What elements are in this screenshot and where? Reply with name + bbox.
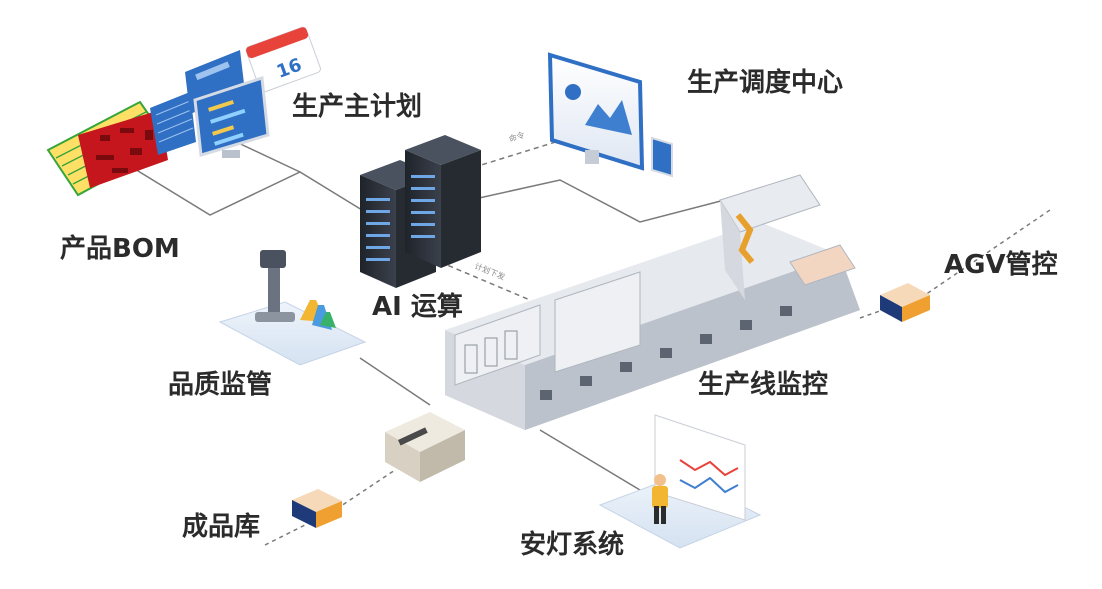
- bom-blue-rows: [155, 100, 194, 143]
- link-plan-to-ai: [231, 139, 301, 173]
- plan-panel-back-header: [195, 61, 230, 81]
- label-andon-system: 安灯系统: [520, 530, 625, 560]
- label-agv-control: AGV管控: [944, 250, 1058, 280]
- label-ai-compute: AI 运算: [372, 292, 463, 322]
- operator-icon: [652, 474, 668, 524]
- robot-cell: [719, 174, 821, 300]
- cabinet-doors: [464, 330, 518, 374]
- label-dispatch-center: 生产调度中心: [687, 68, 844, 98]
- connector-lines: [119, 131, 1051, 546]
- andon-station: [598, 414, 762, 549]
- bom-sheet-red: [78, 110, 168, 188]
- link-quality-to-line: [359, 357, 431, 406]
- link-label-plan-release: 计划下发: [473, 261, 506, 282]
- agv-right-icon: [880, 283, 930, 322]
- agv-finished-icon: [292, 489, 342, 528]
- line-side: [525, 255, 860, 430]
- quality-station: [218, 250, 367, 366]
- label-line-monitoring: 生产线监控: [698, 370, 829, 400]
- dispatch-area-chart: [585, 100, 632, 135]
- plan-monitor-bars: [208, 99, 246, 146]
- andon-plate: [598, 474, 762, 549]
- dispatch-pie-icon: [565, 84, 581, 100]
- command-link-text: 命令: [508, 129, 526, 143]
- andon-chart-blue: [679, 476, 739, 494]
- label-production-master-plan: 生产主计划: [292, 92, 423, 122]
- bom-red-texture: [96, 128, 153, 173]
- link-finished-agv: [264, 469, 396, 546]
- label-finished-goods: 成品库: [182, 512, 261, 542]
- label-quality-control: 品质监管: [168, 370, 273, 400]
- link-bom-to-ai: [119, 159, 363, 216]
- line-modules: [540, 306, 792, 400]
- robot-arm-icon: [735, 213, 755, 264]
- outfeed-table: [789, 244, 856, 286]
- dispatch-monitor: [547, 52, 673, 178]
- calendar-icon: 16: [245, 26, 321, 93]
- link-ai-to-line: [469, 179, 741, 223]
- infeed-machine: [385, 412, 465, 482]
- link-line-to-andon: [539, 429, 641, 491]
- label-product-bom: 产品BOM: [60, 234, 180, 264]
- andon-chart-red: [679, 459, 739, 477]
- link-label-command: 命令: [508, 129, 526, 143]
- microscope-icon: [255, 250, 295, 322]
- bom-screens: [46, 92, 196, 197]
- link-agv-right: [859, 209, 1051, 319]
- server-rack-right: [405, 135, 481, 268]
- flask-icon: [300, 300, 336, 330]
- link-ai-to-dispatch: [464, 131, 589, 171]
- link-ai-plan-release: [439, 261, 531, 301]
- dispatch-tablet: [651, 136, 673, 178]
- master-plan-screens: 16: [185, 26, 321, 158]
- plan-release-link-text: 计划下发: [473, 261, 506, 282]
- plan-monitor-stand: [222, 150, 240, 158]
- bom-sheet-blue: [150, 92, 196, 155]
- ai-servers: [360, 135, 481, 288]
- production-line: [445, 174, 860, 430]
- dispatch-stand: [585, 150, 599, 164]
- quality-plate: [218, 301, 367, 366]
